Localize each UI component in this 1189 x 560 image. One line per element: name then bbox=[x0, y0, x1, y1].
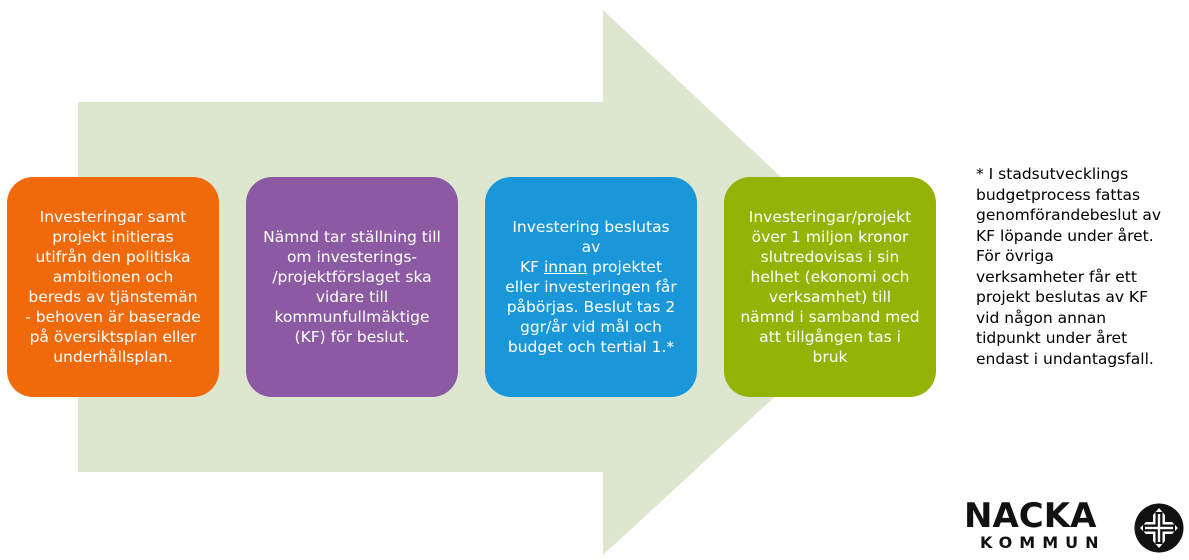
step-1-line: på översiktsplan eller bbox=[29, 328, 197, 346]
nacka-kommun-logo: NACKA KOMMUN bbox=[964, 497, 1186, 559]
step-1-line: - behoven är baserade bbox=[25, 308, 201, 326]
logo-wordmark: NACKA bbox=[964, 496, 1097, 536]
step-4-text: Investeringar/projekt över 1 miljon kron… bbox=[740, 207, 920, 367]
step-4-line: över 1 miljon kronor bbox=[751, 228, 909, 246]
step-3-underlined-word: innan bbox=[543, 258, 588, 276]
nacka-crest-icon bbox=[1134, 503, 1184, 553]
step-2-text: Nämnd tar ställning till om investerings… bbox=[263, 227, 441, 347]
footnote-line: verksamheter får ett bbox=[976, 267, 1137, 286]
step-2-line: (KF) för beslut. bbox=[294, 328, 410, 346]
step-3-text-fragment: projektet bbox=[587, 258, 663, 276]
step-3-text-fragment: KF bbox=[519, 258, 544, 276]
step-1-line: bereds av tjänstemän bbox=[28, 288, 198, 306]
step-3-box: Investering beslutas av KF innan projekt… bbox=[485, 177, 697, 397]
step-1-line: projekt initieras bbox=[52, 228, 174, 246]
footnote-line: projekt beslutas av KF bbox=[976, 288, 1149, 306]
step-3-line: ggr/år vid mål och bbox=[520, 318, 662, 336]
step-3-text: Investering beslutas av KF innan projekt… bbox=[501, 217, 681, 357]
step-4-line: slutredovisas i sin bbox=[760, 248, 900, 266]
footnote-line: * I stadsutvecklings bbox=[976, 165, 1129, 183]
footnote-line: genomförandebeslut av bbox=[976, 206, 1162, 224]
step-4-line: nämnd i samband med bbox=[740, 308, 920, 326]
step-4-box: Investeringar/projekt över 1 miljon kron… bbox=[724, 177, 936, 397]
step-3-line: påbörjas. Beslut tas 2 bbox=[506, 298, 676, 316]
logo-subtitle: KOMMUN bbox=[980, 533, 1106, 552]
footnote-line: endast i undantagsfall. bbox=[976, 349, 1154, 368]
step-2-line: Nämnd tar ställning till bbox=[263, 228, 441, 246]
step-2-box: Nämnd tar ställning till om investerings… bbox=[246, 177, 458, 397]
step-1-box: Investeringar samt projekt initieras uti… bbox=[7, 177, 219, 397]
step-3-line: Investering beslutas av bbox=[512, 218, 670, 256]
step-3-line: eller investeringen får bbox=[505, 278, 677, 296]
step-2-line: vidare till bbox=[315, 288, 389, 306]
step-1-line: utifrån den politiska bbox=[35, 248, 191, 266]
step-2-line: kommunfullmäktige bbox=[274, 308, 430, 326]
step-1-line: Investeringar samt bbox=[39, 208, 187, 226]
step-2-line: om investerings- bbox=[286, 248, 418, 266]
footnote-line: vid någon annan bbox=[976, 308, 1107, 327]
footnote: * I stadsutvecklings budgetprocess fatta… bbox=[976, 164, 1181, 369]
step-1-text: Investeringar samt projekt initieras uti… bbox=[25, 207, 201, 367]
step-4-line: verksamhet) till bbox=[768, 288, 892, 306]
step-4-line: helhet (ekonomi och bbox=[750, 268, 910, 286]
step-3-line: KF innan projektet bbox=[501, 257, 681, 277]
footnote-line: KF löpande under året. bbox=[976, 226, 1154, 245]
step-1-line: underhållsplan. bbox=[53, 348, 173, 366]
footnote-line: För övriga bbox=[976, 247, 1054, 265]
step-4-line: Investeringar/projekt bbox=[748, 208, 912, 226]
footnote-line: tidpunkt under året bbox=[976, 329, 1128, 347]
footnote-line: budgetprocess fattas bbox=[976, 185, 1141, 204]
step-3-line: budget och tertial 1.* bbox=[507, 338, 675, 356]
step-2-line: /projektförslaget ska bbox=[272, 268, 432, 286]
step-4-line: att tillgången tas i bruk bbox=[759, 328, 901, 366]
step-1-line: ambitionen och bbox=[52, 268, 174, 286]
